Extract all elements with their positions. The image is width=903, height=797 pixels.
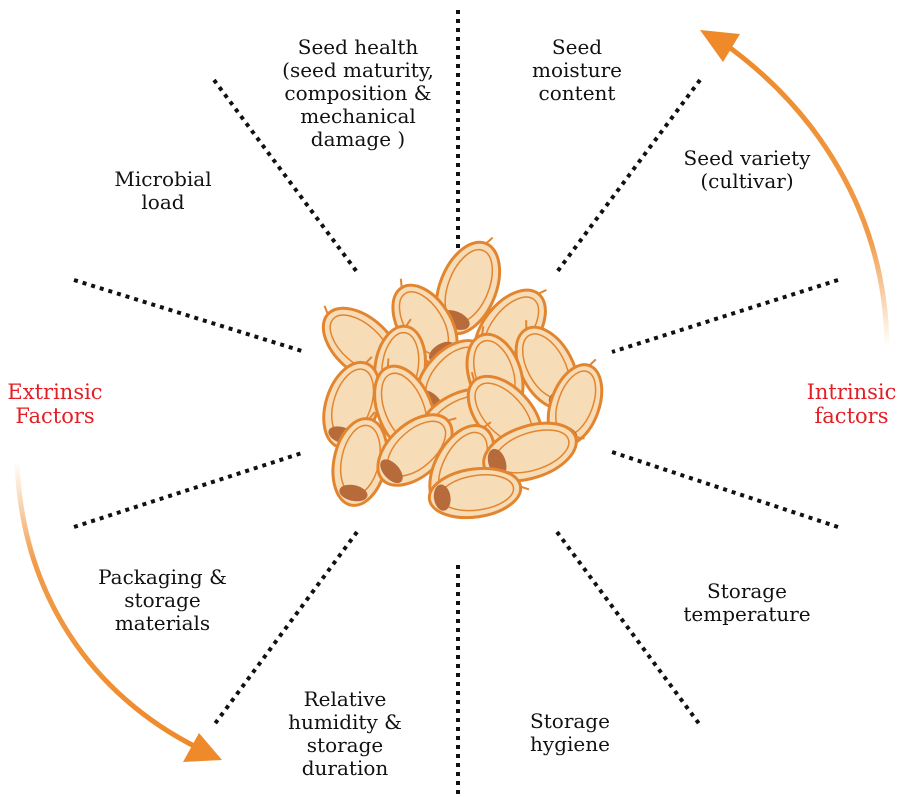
factor-seed-moisture: Seed moisture content bbox=[512, 36, 642, 105]
factor-storage-hygiene: Storage hygiene bbox=[505, 710, 635, 756]
divider-right-upper bbox=[612, 280, 838, 352]
divider-lower-right bbox=[557, 532, 700, 725]
intrinsic-factors-label: Intrinsic factors bbox=[800, 380, 903, 428]
factor-relative-humidity: Relative humidity & storage duration bbox=[280, 688, 410, 780]
divider-right-lower bbox=[612, 452, 838, 527]
factor-storage-temperature: Storage temperature bbox=[672, 580, 822, 626]
seed-cluster-icon bbox=[304, 226, 615, 524]
factor-microbial-load: Microbial load bbox=[98, 168, 228, 214]
divider-left-upper bbox=[74, 280, 305, 352]
factor-packaging-storage-materials: Packaging & storage materials bbox=[85, 566, 240, 635]
factor-seed-variety: Seed variety (cultivar) bbox=[672, 147, 822, 193]
divider-left-lower bbox=[74, 452, 305, 527]
extrinsic-factors-label: Extrinsic Factors bbox=[0, 380, 110, 428]
factor-seed-health: Seed health (seed maturity, composition … bbox=[268, 36, 448, 151]
